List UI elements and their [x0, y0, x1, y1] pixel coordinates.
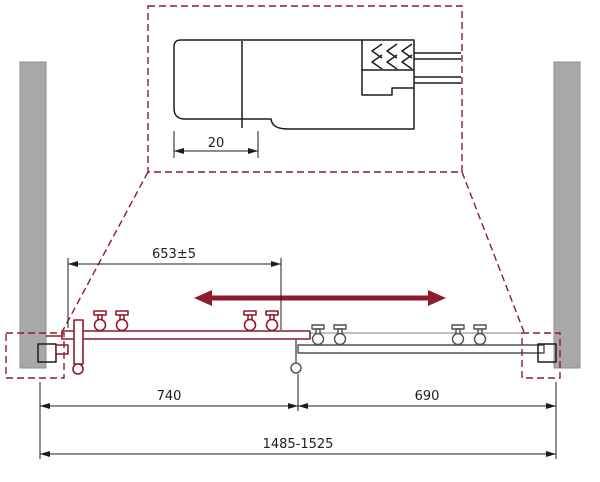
detail-dimension: 20	[173, 131, 259, 158]
wall-profile-section	[173, 39, 461, 130]
dimension-label: 690	[415, 389, 440, 404]
left-door-panel	[46, 310, 311, 375]
left-connection-callout	[5, 332, 65, 379]
detail-view: 20	[147, 5, 463, 173]
roller-assembly	[243, 310, 257, 332]
door-side-profile	[73, 319, 84, 365]
projection-line-left	[61, 171, 149, 333]
right-wall-post	[553, 61, 581, 369]
right-wall-profile	[537, 343, 557, 363]
roller-assembly	[473, 324, 487, 346]
door-panel-section-lines	[414, 52, 461, 84]
roller-assembly	[115, 310, 129, 332]
right-connection-callout	[521, 332, 561, 379]
detail-dimension-label: 20	[208, 136, 225, 151]
slide-direction-arrow-icon	[194, 290, 446, 306]
dimension-label: 1485-1525	[263, 437, 334, 452]
dimension-label: 740	[157, 389, 182, 404]
projection-line-right	[461, 171, 525, 333]
left-wall-post	[19, 61, 47, 369]
bottom-guide-knob	[290, 362, 302, 374]
roller-assembly	[333, 324, 347, 346]
dimension-total-width: 1485-1525	[40, 437, 556, 457]
dimension-upper-span: 653±5	[67, 247, 282, 330]
roller-assembly	[93, 310, 107, 332]
roller-assembly	[265, 310, 279, 332]
bottom-guide-knob	[72, 363, 84, 375]
right-door-panel	[290, 324, 545, 374]
wall-hatch-arrows-icon	[371, 43, 413, 70]
roller-assembly	[311, 324, 325, 346]
detail-frame	[147, 5, 463, 173]
dimension-label: 653±5	[152, 247, 196, 262]
roller-assembly	[451, 324, 465, 346]
dimension-door-widths: 740 690	[39, 374, 557, 459]
